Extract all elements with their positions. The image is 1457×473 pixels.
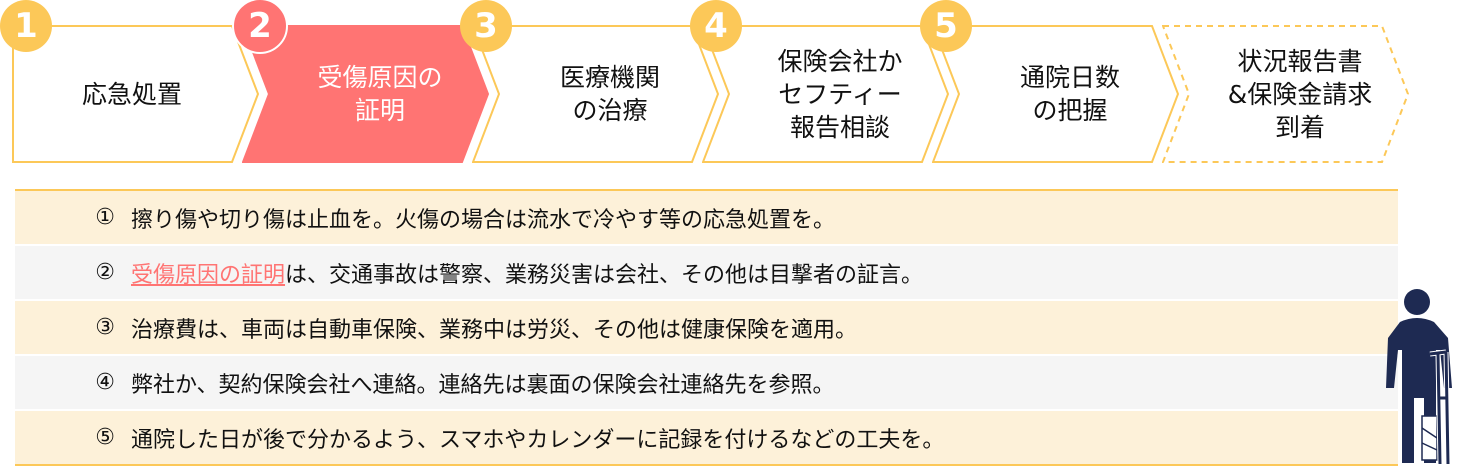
chevron-shape [1162, 25, 1410, 163]
row-number: ② [95, 260, 115, 285]
row-text: 擦り傷や切り傷は止血を。火傷の場合は流水で冷やす等の応急処置を。 [131, 207, 836, 233]
table-row: ① 擦り傷や切り傷は止血を。火傷の場合は流水で冷やす等の応急処置を。 [15, 191, 1398, 246]
step-3: 医療機関 の治療 3 [460, 0, 734, 163]
row-number: ③ [95, 315, 115, 340]
step-1: 応急処置 1 [0, 0, 274, 163]
row-number: ① [95, 205, 115, 230]
step-6: 状況報告書 &保険金請求 到着 [1162, 25, 1424, 163]
step-label: 受傷原因の 証明 [317, 63, 443, 125]
step-label: 保険会社か セフティー 報告相談 [777, 46, 903, 142]
step-number-badge: 2 [232, 0, 288, 54]
row-number: ④ [95, 370, 115, 395]
table-row: ④ 弊社か、契約保険会社へ連絡。連絡先は裏面の保険会社連絡先を参照。 [15, 356, 1398, 411]
row-number: ⑤ [95, 425, 115, 450]
step-label: 応急処置 [81, 79, 182, 109]
step-5: 通院日数 の把握 5 [920, 0, 1194, 163]
injured-person-crutch-icon [1386, 289, 1452, 465]
table-row: ③ 治療費は、車両は自動車保険、業務中は労災、その他は健康保険を適用。 [15, 301, 1398, 356]
step-label: 状況報告書 &保険金請求 到着 [1227, 46, 1373, 142]
row-text: は、交通事故は警察、業務災害は会社、その他は目撃者の証言。 [285, 262, 924, 288]
chevron-shape [932, 25, 1180, 163]
row-text: 通院した日が後で分かるよう、スマホやカレンダーに記録を付けるなどの工夫を。 [131, 427, 945, 453]
step-number-badge: 3 [460, 0, 512, 52]
chevron-shape [12, 25, 260, 163]
row-text: 弊社か、契約保険会社へ連絡。連絡先は裏面の保険会社連絡先を参照。 [131, 372, 835, 398]
step-number-badge: 5 [920, 0, 972, 52]
highlight-link[interactable]: 受傷原因の証明 [131, 262, 286, 288]
step-4: 保険会社か セフティー 報告相談 4 [690, 0, 964, 163]
step-2: 受傷原因の 証明 2 [232, 0, 504, 163]
table-row: ⑤ 通院した日が後で分かるよう、スマホやカレンダーに記録を付けるなどの工夫を。 [15, 411, 1398, 464]
table-row: ② 受傷原因の証明は、交通事故は警察、業務災害は会社、その他は目撃者の証言。 [15, 246, 1398, 301]
step-number-badge: 1 [0, 0, 52, 52]
step-number-badge: 4 [690, 0, 742, 52]
row-text: 治療費は、車両は自動車保険、業務中は労災、その他は健康保険を適用。 [131, 317, 858, 343]
step-label: 医療機関 の治療 [559, 63, 660, 125]
step-label: 通院日数 の把握 [1019, 63, 1120, 125]
explanation-table: ① 擦り傷や切り傷は止血を。火傷の場合は流水で冷やす等の応急処置を。 ② 受傷原因の証… [15, 189, 1398, 466]
